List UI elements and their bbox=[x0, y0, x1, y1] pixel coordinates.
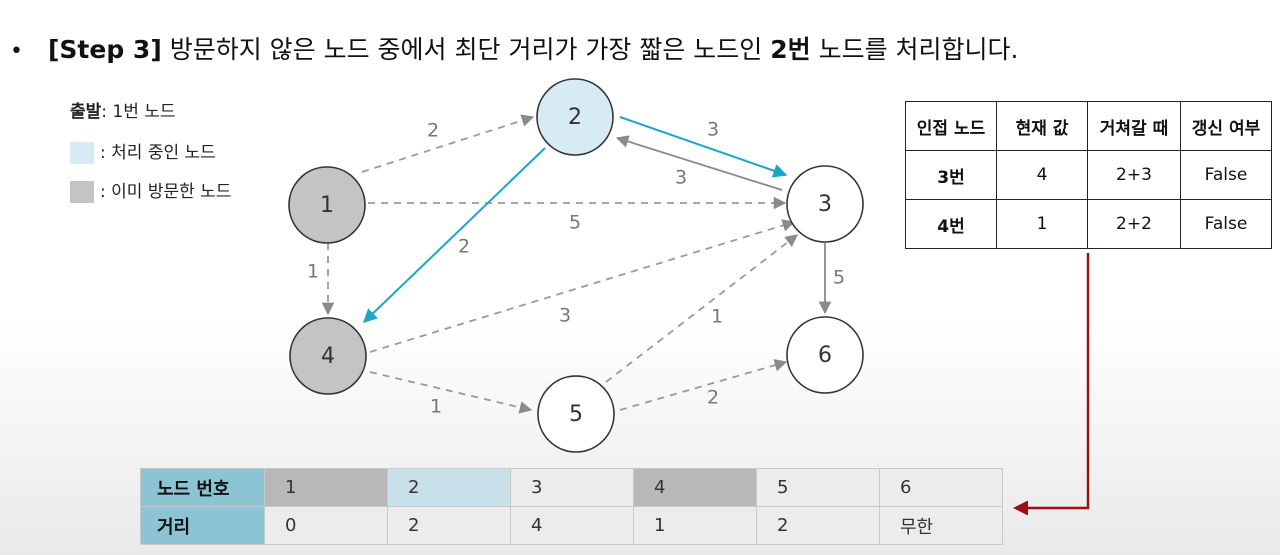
adj-cell-via: 2+3 bbox=[1087, 150, 1181, 200]
edge-5-3 bbox=[605, 234, 798, 383]
graph-node-label-5: 5 bbox=[569, 402, 583, 427]
table-row: 4번 1 2+2 False bbox=[905, 199, 1272, 249]
legend-processing: : 처리 중인 노드 bbox=[70, 138, 216, 164]
edge-weight-4-3: 3 bbox=[559, 305, 571, 327]
graph-node-1 bbox=[288, 166, 366, 244]
node-number-cell: 5 bbox=[756, 468, 880, 507]
legend-visited: : 이미 방문한 노드 bbox=[70, 177, 231, 203]
adj-header-row: 인접 노드 현재 값 거쳐갈 때 갱신 여부 bbox=[905, 101, 1272, 151]
edge-2-4 bbox=[362, 147, 546, 323]
edge-2-3 bbox=[619, 116, 788, 178]
edge-weight-2-4: 2 bbox=[458, 236, 470, 258]
step-label: [Step 3] bbox=[48, 35, 162, 64]
edge-weight-1-3: 5 bbox=[569, 212, 581, 234]
distance-label: 거리 bbox=[140, 506, 265, 545]
graph-node-4 bbox=[289, 317, 367, 395]
node-number-cell: 2 bbox=[387, 468, 511, 507]
step-text-after: 노드를 처리합니다. bbox=[810, 35, 1019, 64]
graph-node-label-3: 3 bbox=[818, 192, 832, 217]
distance-cell: 무한 bbox=[879, 506, 1003, 545]
edge-weight-2-3: 3 bbox=[707, 119, 719, 141]
step-node: 2번 bbox=[770, 35, 811, 64]
node-number-cell: 3 bbox=[510, 468, 634, 507]
edge-3-2 bbox=[615, 135, 783, 191]
edge-weight-1-2: 2 bbox=[427, 120, 439, 142]
adj-cell-update: False bbox=[1180, 199, 1272, 249]
node-number-cell: 6 bbox=[879, 468, 1003, 507]
legend-start: 출발: 1번 노드 bbox=[70, 97, 176, 122]
distance-cell: 2 bbox=[756, 506, 880, 545]
edge-weight-4-5: 1 bbox=[430, 396, 442, 418]
table-row: 노드 번호 1 2 3 4 5 6 bbox=[140, 468, 1003, 507]
distance-cell: 0 bbox=[264, 506, 388, 545]
edge-weight-3-2: 3 bbox=[675, 167, 687, 189]
distance-table: 노드 번호 1 2 3 4 5 6 거리 0 2 4 1 2 무한 bbox=[140, 468, 1003, 545]
legend-visited-label: : 이미 방문한 노드 bbox=[100, 182, 232, 202]
connector-arrow bbox=[1013, 253, 1090, 516]
graph-node-6 bbox=[786, 316, 864, 394]
adj-header: 갱신 여부 bbox=[1180, 101, 1272, 151]
graph-node-2 bbox=[536, 78, 614, 156]
edge-weight-3-6: 5 bbox=[833, 267, 845, 289]
adj-cell-node: 4번 bbox=[905, 199, 997, 249]
graph-node-label-4: 4 bbox=[321, 344, 335, 369]
node-number-cell: 4 bbox=[633, 468, 757, 507]
legend-visited-swatch bbox=[70, 181, 94, 203]
edge-1-2 bbox=[361, 114, 535, 173]
legend-processing-label: : 처리 중인 노드 bbox=[100, 143, 216, 163]
table-row: 거리 0 2 4 1 2 무한 bbox=[140, 506, 1003, 545]
legend-processing-swatch bbox=[70, 142, 94, 164]
adj-cell-current: 4 bbox=[996, 150, 1088, 200]
adj-cell-update: False bbox=[1180, 150, 1272, 200]
node-number-label: 노드 번호 bbox=[140, 468, 265, 507]
edge-weight-1-4: 1 bbox=[307, 261, 319, 283]
graph-node-label-6: 6 bbox=[818, 343, 832, 368]
graph-node-3 bbox=[786, 165, 864, 243]
step-heading: • [Step 3] 방문하지 않은 노드 중에서 최단 거리가 가장 짧은 노드… bbox=[10, 30, 1019, 66]
edge-5-6 bbox=[619, 359, 788, 411]
adj-cell-current: 1 bbox=[996, 199, 1088, 249]
edge-4-3 bbox=[369, 219, 796, 353]
legend-start-value: : 1번 노드 bbox=[101, 102, 176, 122]
legend-start-label: 출발 bbox=[70, 102, 102, 122]
edge-weight-5-6: 2 bbox=[707, 387, 719, 409]
step-text-before: 방문하지 않은 노드 중에서 최단 거리가 가장 짧은 노드인 bbox=[161, 35, 771, 64]
adjacent-node-table: 인접 노드 현재 값 거쳐갈 때 갱신 여부 3번 4 2+3 False 4번… bbox=[905, 101, 1272, 249]
graph-node-5 bbox=[537, 375, 615, 453]
graph-node-label-2: 2 bbox=[568, 105, 582, 130]
edge-4-5 bbox=[369, 371, 533, 414]
adj-header: 현재 값 bbox=[996, 101, 1088, 151]
adj-header: 인접 노드 bbox=[905, 101, 997, 151]
adj-cell-node: 3번 bbox=[905, 150, 997, 200]
adj-header: 거쳐갈 때 bbox=[1087, 101, 1181, 151]
edge-weight-5-3: 1 bbox=[711, 306, 723, 328]
bullet: • bbox=[10, 39, 23, 64]
distance-cell: 4 bbox=[510, 506, 634, 545]
table-row: 3번 4 2+3 False bbox=[905, 150, 1272, 200]
node-number-cell: 1 bbox=[264, 468, 388, 507]
graph-node-label-1: 1 bbox=[320, 193, 334, 218]
adj-cell-via: 2+2 bbox=[1087, 199, 1181, 249]
distance-cell: 2 bbox=[387, 506, 511, 545]
distance-cell: 1 bbox=[633, 506, 757, 545]
